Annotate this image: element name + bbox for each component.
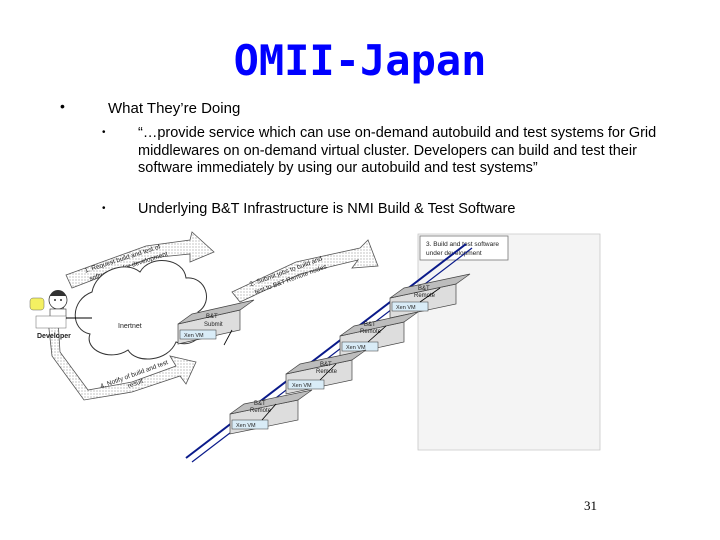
diagram-label: B&T bbox=[206, 314, 218, 320]
developer-icon bbox=[29, 290, 68, 329]
sub-bullet-marker: • bbox=[102, 127, 106, 138]
node-remote-3: B&T Remote Xen VM bbox=[285, 349, 367, 395]
diagram-label: Xen VM bbox=[396, 305, 416, 311]
diagram-label: Xen VM bbox=[184, 333, 204, 339]
step3-box bbox=[419, 235, 509, 261]
internet-label: Inertnet bbox=[118, 323, 142, 330]
arrow-notify bbox=[47, 299, 197, 401]
node-remote-4: B&T Remote Xen VM bbox=[229, 389, 313, 435]
diagram-label: B&T bbox=[320, 362, 332, 368]
diagram-label: B&T bbox=[254, 401, 266, 407]
diagram-label: Remote bbox=[360, 329, 382, 335]
diagram-label: Xen VM bbox=[292, 383, 312, 389]
main-bullet-text: What They’re Doing bbox=[108, 100, 241, 117]
diagram-label: B&T bbox=[364, 322, 376, 328]
page-number: 31 bbox=[584, 498, 597, 513]
diagram-label: Xen VM bbox=[236, 423, 256, 429]
node-remote-1: B&T Remote Xen VM bbox=[389, 273, 471, 319]
arrow-submit bbox=[231, 239, 379, 303]
sub-bullet-2: Underlying B&T Infrastructure is NMI Bui… bbox=[138, 201, 516, 217]
diagram-label: B&T bbox=[418, 286, 430, 292]
node-remote-2: B&T Remote Xen VM bbox=[339, 311, 419, 357]
developer-label: Developer bbox=[37, 333, 71, 340]
step3-line1: 3. Build and test software bbox=[426, 241, 499, 248]
node-submit: B&T Submit Xen VM bbox=[177, 299, 255, 345]
bullet-marker: • bbox=[60, 98, 65, 114]
slide-title: OMII-Japan bbox=[233, 36, 487, 85]
diagram-label: Remote bbox=[250, 408, 272, 414]
diagram-label: Remote bbox=[316, 369, 338, 375]
diagram-label: Xen VM bbox=[346, 345, 366, 351]
diagram-label: Remote bbox=[414, 293, 436, 299]
diagram-label: Submit bbox=[204, 322, 223, 328]
sub-bullet-1: “…provide service which can use on-deman… bbox=[138, 125, 657, 176]
cluster-shade bbox=[417, 233, 601, 451]
sub-bullet-marker: • bbox=[102, 203, 106, 214]
